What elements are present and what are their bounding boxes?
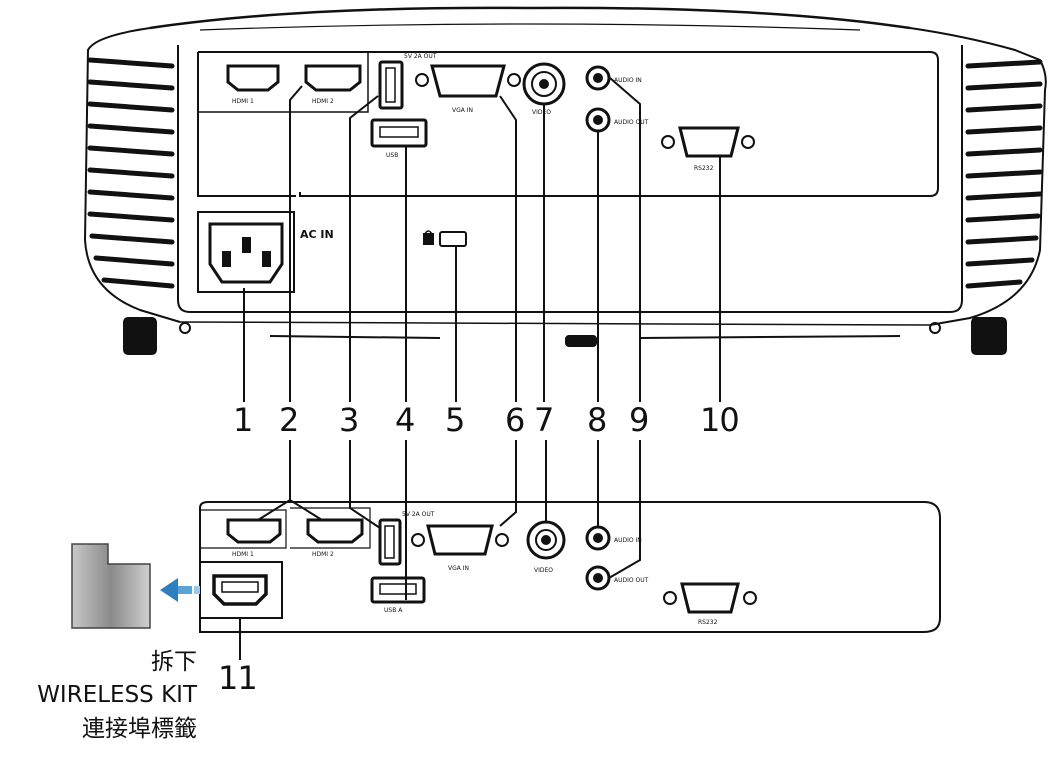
callout-number-10: 10 [700,401,740,439]
callout-number-2: 2 [279,401,299,439]
audio-out-jack-b [585,565,611,591]
label-hdmi1: HDMI 1 [232,98,254,105]
label-rs232-b: RS232 [698,619,718,626]
label-rs232: RS232 [694,165,714,172]
foot-right [971,317,1007,355]
usb-a-port-b [370,576,426,604]
audio-in-jack-b [585,525,611,551]
callout-number-6: 6 [505,401,525,439]
label-audio-out: AUDIO OUT [614,119,649,126]
hdmi-port-2 [304,64,362,92]
label-hdmi1-b: HDMI 1 [232,551,254,558]
label-audio-out-b: AUDIO OUT [614,577,649,584]
audio-out-jack [585,107,611,133]
label-hdmi2-b: HDMI 2 [312,551,334,558]
vga-port [415,64,521,98]
foot-left [123,317,157,355]
hdmi-port-1 [226,64,280,92]
caption-line-1: 拆下 [151,649,197,675]
callout-number-4: 4 [395,401,415,439]
label-video-b: VIDEO [534,567,553,574]
vga-port-b [411,524,509,556]
hdmi-port-1-b [226,518,282,544]
label-usb-power-b: 5V 2A OUT [402,511,435,518]
label-vga-in-b: VGA IN [448,565,469,572]
label-vga-in: VGA IN [452,107,473,114]
wireless-variant-panel [199,501,941,633]
label-usb-power: 5V 2A OUT [404,53,437,60]
removal-arrow-icon [160,578,200,602]
callout-number-1: 1 [233,401,253,439]
video-port-b [526,520,566,560]
label-video: VIDEO [532,109,551,116]
vent-right [965,59,1043,289]
label-ac-in: AC IN [300,228,334,241]
wireless-kit-label-tag [71,543,151,629]
caption-line-2: WIRELESS KIT [37,682,197,709]
rs232-port [661,126,755,158]
usb-power-port [378,60,404,110]
audio-in-jack [585,65,611,91]
foot-nub [179,322,941,339]
callout-number-9: 9 [629,401,649,439]
foot-center [565,335,597,347]
wireless-kit-port [199,561,283,619]
projector-body-top [83,6,1047,355]
usb-port [370,118,428,148]
ac-power-inlet [208,222,284,284]
video-port [522,62,566,106]
vent-left [87,57,175,289]
caption-line-3: 連接埠標籤 [82,715,197,742]
callout-number-8: 8 [587,401,607,439]
callout-number-5: 5 [445,401,465,439]
callout-number-3: 3 [339,401,359,439]
label-audio-in: AUDIO IN [614,77,642,84]
callout-leaders-bottom [239,440,641,660]
usb-power-port-b [378,518,402,566]
callout-number-7: 7 [534,401,554,439]
hdmi-port-2-b [306,518,364,544]
callout-number-11: 11 [218,659,258,697]
wireless-kit-caption: 拆下 WIRELESS KIT 連接埠標籤 [0,646,197,746]
label-audio-in-b: AUDIO IN [614,537,642,544]
kensington-lock-icon [423,230,467,247]
label-usb: USB [386,152,398,159]
callout-leaders-top [243,77,721,402]
label-usb-a-b: USB A [384,607,403,614]
rs232-port-b [663,582,757,614]
label-hdmi2: HDMI 2 [312,98,334,105]
